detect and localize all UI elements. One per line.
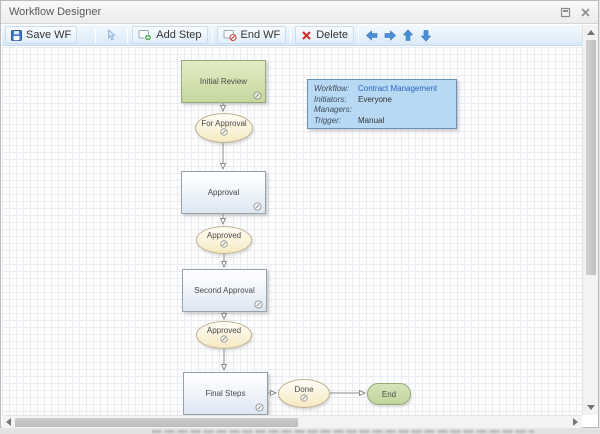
toolbar-separator xyxy=(211,27,213,43)
toolbar: Save WF Add Step End WF Delete xyxy=(2,25,582,46)
workflow-name-link[interactable]: Contract Management xyxy=(358,84,438,93)
step-node-second-approval[interactable]: Second Approval xyxy=(182,269,267,312)
edit-icon[interactable] xyxy=(299,393,309,403)
edit-icon[interactable] xyxy=(255,403,264,412)
vertical-scrollbar[interactable] xyxy=(582,25,598,415)
step-label: Approval xyxy=(207,188,240,197)
info-row-managers: Managers: xyxy=(314,105,450,116)
titlebar: Workflow Designer xyxy=(1,1,598,24)
edit-icon[interactable] xyxy=(253,91,262,100)
nav-up-arrow[interactable] xyxy=(399,27,417,43)
workflow-label: Workflow: xyxy=(314,84,350,93)
step-node-final-steps[interactable]: Final Steps xyxy=(183,372,268,415)
scroll-right-icon[interactable] xyxy=(573,418,578,426)
save-icon xyxy=(11,29,22,41)
pointer-icon xyxy=(108,29,116,41)
scroll-left-icon[interactable] xyxy=(6,418,11,426)
step-label: Second Approval xyxy=(194,286,255,295)
condition-node-done[interactable]: Done xyxy=(278,379,330,408)
trigger-value: Manual xyxy=(358,115,385,125)
scroll-down-icon[interactable] xyxy=(587,405,595,410)
delete-button[interactable]: Delete xyxy=(295,26,355,44)
edit-icon[interactable] xyxy=(219,240,229,249)
add-step-button[interactable]: Add Step xyxy=(132,26,208,44)
condition-label: For Approval xyxy=(201,119,247,128)
designer-canvas[interactable]: Initial Review For Approval Approval App… xyxy=(2,47,582,415)
background-page-blurred-text xyxy=(152,430,534,433)
toolbar-separator xyxy=(95,27,97,43)
save-wf-label: Save WF xyxy=(26,29,72,41)
condition-node-approved-2[interactable]: Approved xyxy=(196,321,252,349)
delete-label: Delete xyxy=(316,29,349,41)
initiators-label: Initiators: xyxy=(314,94,347,104)
step-node-approval[interactable]: Approval xyxy=(181,171,266,214)
condition-label: Approved xyxy=(206,231,242,240)
add-step-label: Add Step xyxy=(156,29,202,41)
step-node-initial-review[interactable]: Initial Review xyxy=(181,60,266,103)
condition-node-for-approval[interactable]: For Approval xyxy=(195,113,253,143)
edit-icon[interactable] xyxy=(253,202,262,211)
end-node-label: End xyxy=(381,389,397,399)
managers-label: Managers: xyxy=(314,105,352,114)
nav-down-arrow[interactable] xyxy=(417,27,435,43)
horizontal-scrollbar-thumb[interactable] xyxy=(15,418,298,427)
add-step-icon xyxy=(138,30,152,41)
save-wf-button[interactable]: Save WF xyxy=(5,26,78,44)
restore-icon[interactable] xyxy=(559,6,572,19)
edit-icon[interactable] xyxy=(254,300,263,309)
info-row-trigger: Trigger: Manual xyxy=(314,116,450,127)
delete-icon xyxy=(302,30,311,40)
info-row-initiators: Initiators: Everyone xyxy=(314,95,450,106)
close-icon[interactable] xyxy=(579,6,592,19)
pointer-button[interactable] xyxy=(100,26,123,44)
edit-icon[interactable] xyxy=(219,335,229,344)
edit-icon[interactable] xyxy=(219,128,229,137)
end-node[interactable]: End xyxy=(367,383,411,405)
nav-right-arrow[interactable] xyxy=(381,27,399,43)
scroll-up-icon[interactable] xyxy=(587,30,595,35)
trigger-label: Trigger: xyxy=(314,115,341,125)
horizontal-scrollbar[interactable] xyxy=(2,415,582,428)
end-wf-button[interactable]: End WF xyxy=(216,26,287,44)
condition-label: Approved xyxy=(206,326,242,335)
workflow-connectors xyxy=(2,103,582,415)
nav-left-arrow[interactable] xyxy=(363,27,381,43)
info-row-workflow: Workflow: Contract Management xyxy=(314,84,450,95)
end-wf-icon xyxy=(223,30,237,41)
vertical-scrollbar-thumb[interactable] xyxy=(586,40,596,275)
toolbar-separator xyxy=(127,27,129,43)
condition-node-approved-1[interactable]: Approved xyxy=(196,226,252,254)
end-wf-label: End WF xyxy=(240,29,281,41)
step-label: Initial Review xyxy=(199,77,248,86)
window-controls xyxy=(559,6,592,19)
background-page-strip xyxy=(0,429,600,434)
initiators-value: Everyone xyxy=(358,94,392,104)
dialog-title: Workflow Designer xyxy=(9,6,102,18)
toolbar-separator xyxy=(290,27,292,43)
toolbar-separator xyxy=(358,27,360,43)
workflow-info-panel: Workflow: Contract Management Initiators… xyxy=(307,79,457,129)
condition-label: Done xyxy=(294,384,314,394)
step-label: Final Steps xyxy=(205,389,246,398)
